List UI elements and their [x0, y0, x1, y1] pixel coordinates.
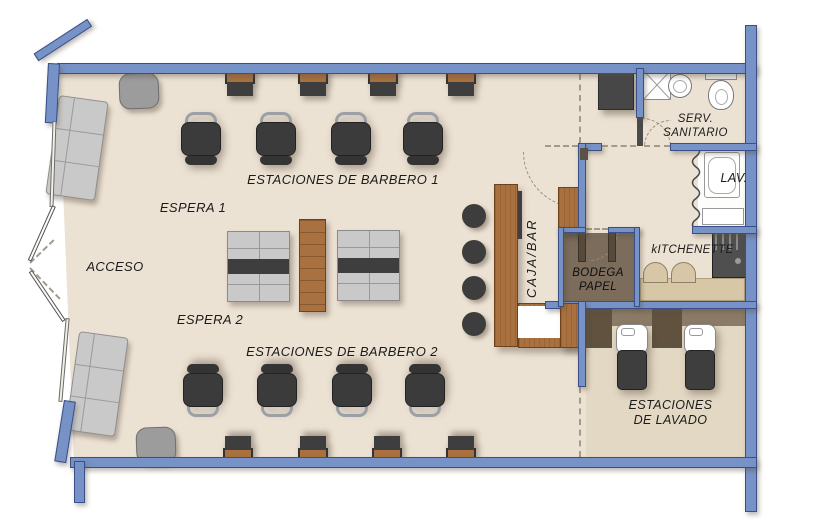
kitchenette-stool	[643, 262, 668, 283]
label-lav: LAV.	[720, 171, 748, 185]
lavado-counter-block	[652, 307, 682, 348]
center-table	[299, 219, 326, 312]
barber-chair	[183, 363, 223, 417]
left-thin-wall	[58, 317, 70, 403]
entrance-door-leaf	[28, 270, 66, 323]
bar-stool	[462, 276, 486, 300]
dashed-line	[602, 145, 636, 147]
toilet-bowl	[708, 80, 734, 110]
barber-chair	[181, 112, 221, 166]
laundry-counter	[702, 208, 744, 225]
label-kitchenette: kITCHENETTE	[651, 244, 734, 256]
bar-counter-right	[558, 187, 580, 233]
label-serv-sanitario: SERV. SANITARIO	[648, 112, 743, 140]
dashed-line	[545, 145, 578, 147]
top-wall	[57, 63, 757, 74]
label-line: BODEGA	[572, 267, 624, 279]
wash-station	[684, 324, 716, 390]
barber-chair	[405, 363, 445, 417]
sanitario-bottom-wall	[670, 143, 757, 151]
hall-left-wall	[578, 143, 586, 234]
storage-cabinet	[598, 72, 634, 110]
lavado-door-jamb	[560, 303, 580, 348]
bar-stool	[462, 204, 486, 228]
label-line: PAPEL	[578, 281, 618, 294]
label-line: SANITARIO	[663, 127, 728, 140]
kitchenette-sink	[712, 231, 746, 278]
kitchenette-top-wall	[692, 226, 757, 234]
label-estaciones-barbero-2: ESTACIONES DE BARBERO 2	[246, 344, 438, 359]
sanitario-left-wall	[636, 68, 644, 118]
duct-shaft	[643, 70, 671, 100]
side-table	[118, 72, 160, 110]
bodega-right-wall	[634, 227, 640, 307]
washing-machine	[704, 152, 740, 198]
barber-chair	[332, 363, 372, 417]
sink-bowl	[673, 80, 687, 93]
hall-door-jamb	[580, 148, 588, 160]
bottom-left-stub-wall	[74, 461, 85, 503]
kitchenette-stool	[671, 262, 696, 283]
washer-drum	[708, 157, 736, 194]
bodega-left-wall	[558, 227, 564, 307]
faucet-dot	[735, 258, 741, 264]
barber-chair	[331, 112, 371, 166]
top-left-diagonal-wall	[33, 18, 93, 62]
bodega-door-leaf	[608, 230, 616, 262]
label-line: ESTACIONES	[628, 398, 713, 412]
label-espera-2: ESPERA 2	[176, 312, 244, 327]
bar-stool	[462, 240, 486, 264]
label-line: DE LAVADO	[633, 413, 708, 428]
label-espera-1: ESPERA 1	[159, 200, 227, 215]
dashed-line	[586, 228, 608, 230]
label-acceso: ACCESO	[86, 259, 144, 274]
waiting-bench	[337, 230, 400, 301]
dashed-line	[579, 74, 581, 143]
toilet-inner	[715, 89, 728, 105]
label-caja-bar: CAJA/BAR	[524, 218, 539, 298]
bar-counter-left	[494, 184, 518, 347]
lavado-left-wall	[578, 301, 586, 387]
lavado-counter-block	[584, 307, 612, 348]
barber-chair	[403, 112, 443, 166]
bathroom-sink	[668, 74, 692, 98]
curtain-squiggle	[691, 146, 701, 230]
sink-grate	[715, 234, 743, 250]
barber-chair	[257, 363, 297, 417]
label-estaciones-lavado: ESTACIONES DE LAVADO	[618, 398, 723, 429]
bar-service-gap	[518, 306, 563, 338]
entrance-door-leaf	[27, 205, 56, 262]
bottom-wall	[70, 457, 757, 468]
lower-left-wall	[54, 400, 76, 464]
label-estaciones-barbero-1: ESTACIONES DE BARBERO 1	[247, 172, 439, 187]
waiting-bench	[227, 231, 290, 302]
dashed-line	[579, 387, 581, 457]
label-line: SERV.	[677, 113, 714, 125]
right-wall	[745, 25, 757, 512]
bar-menu-strip	[518, 191, 522, 239]
label-bodega-papel: BODEGA PAPEL	[558, 266, 638, 294]
lavado-top-wall	[545, 301, 757, 309]
bodega-door-leaf	[578, 230, 586, 262]
bathroom-door-leaf	[637, 118, 643, 146]
barber-chair	[256, 112, 296, 166]
bar-stool	[462, 312, 486, 336]
wash-station	[616, 324, 648, 390]
